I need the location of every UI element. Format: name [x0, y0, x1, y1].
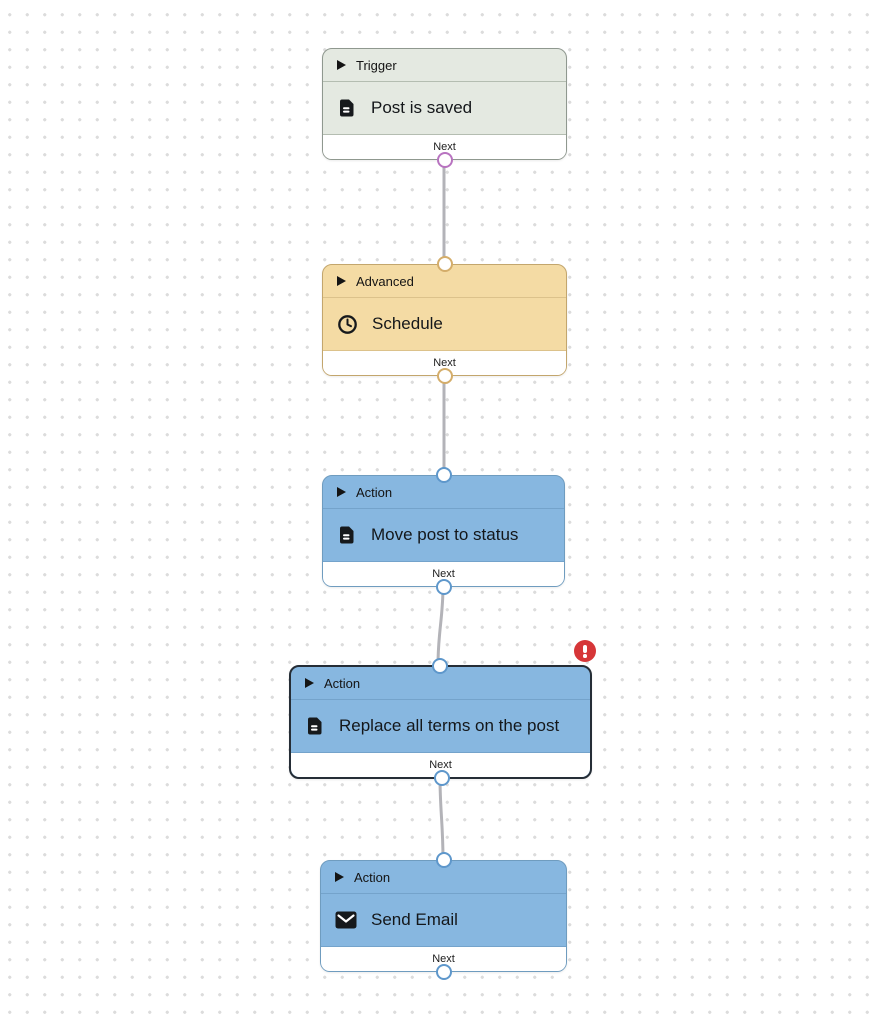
node-title: Post is saved	[371, 98, 473, 117]
node-action-replace-all-terms[interactable]: Action Replace all terms on the post Nex…	[289, 640, 596, 786]
node-advanced-schedule[interactable]: Advanced Schedule Next	[322, 256, 567, 384]
output-handle-next[interactable]	[436, 579, 452, 595]
error-badge	[574, 640, 596, 662]
output-handle-next[interactable]	[435, 964, 452, 980]
node-header[interactable]: Action	[323, 476, 564, 509]
next-label: Next	[432, 568, 455, 580]
node-body: Post is saved	[323, 82, 566, 135]
node-trigger-post-is-saved[interactable]: Trigger Post is saved Next	[322, 48, 567, 168]
node-body: Send Email	[321, 894, 566, 947]
output-handle-next[interactable]	[434, 770, 450, 786]
edge-action1-to-action2[interactable]	[436, 584, 445, 667]
node-header[interactable]: Action	[321, 861, 566, 894]
expand-triangle-icon	[305, 678, 314, 688]
node-title: Send Email	[371, 910, 458, 929]
next-label: Next	[433, 141, 456, 153]
next-label: Next	[432, 953, 455, 965]
document-icon	[340, 526, 354, 544]
document-icon	[308, 717, 322, 735]
clock-icon	[338, 314, 357, 334]
next-label: Next	[429, 759, 452, 771]
node-header[interactable]: Trigger	[323, 49, 566, 82]
node-title: Move post to status	[371, 525, 519, 544]
node-title: Replace all terms on the post	[339, 716, 560, 735]
node-category-label: Trigger	[356, 57, 397, 73]
expand-triangle-icon	[335, 872, 344, 882]
output-handle-next[interactable]	[436, 368, 453, 384]
input-handle[interactable]	[436, 256, 453, 272]
next-label: Next	[433, 357, 456, 369]
node-header[interactable]: Advanced	[323, 265, 566, 298]
document-icon	[340, 99, 354, 117]
mail-icon	[335, 911, 357, 929]
node-body: Schedule	[323, 298, 566, 351]
output-handle-next[interactable]	[436, 152, 453, 168]
node-body: Move post to status	[323, 509, 564, 562]
node-title: Schedule	[372, 314, 443, 333]
expand-triangle-icon	[337, 487, 346, 497]
node-category-label: Action	[354, 869, 391, 885]
node-header[interactable]: Action	[291, 667, 590, 700]
node-category-label: Action	[356, 484, 393, 500]
node-action-send-email[interactable]: Action Send Email Next	[320, 852, 567, 980]
input-handle[interactable]	[432, 658, 448, 674]
node-category-label: Action	[324, 675, 361, 691]
input-handle[interactable]	[435, 467, 452, 483]
input-handle[interactable]	[435, 852, 452, 868]
expand-triangle-icon	[337, 276, 346, 286]
node-action-move-post-to-status[interactable]: Action Move post to status Next	[322, 467, 565, 595]
expand-triangle-icon	[337, 60, 346, 70]
node-category-label: Advanced	[356, 273, 414, 289]
node-body: Replace all terms on the post	[291, 700, 590, 753]
exclamation-icon	[583, 644, 587, 653]
edge-action2-to-action3[interactable]	[438, 775, 445, 862]
